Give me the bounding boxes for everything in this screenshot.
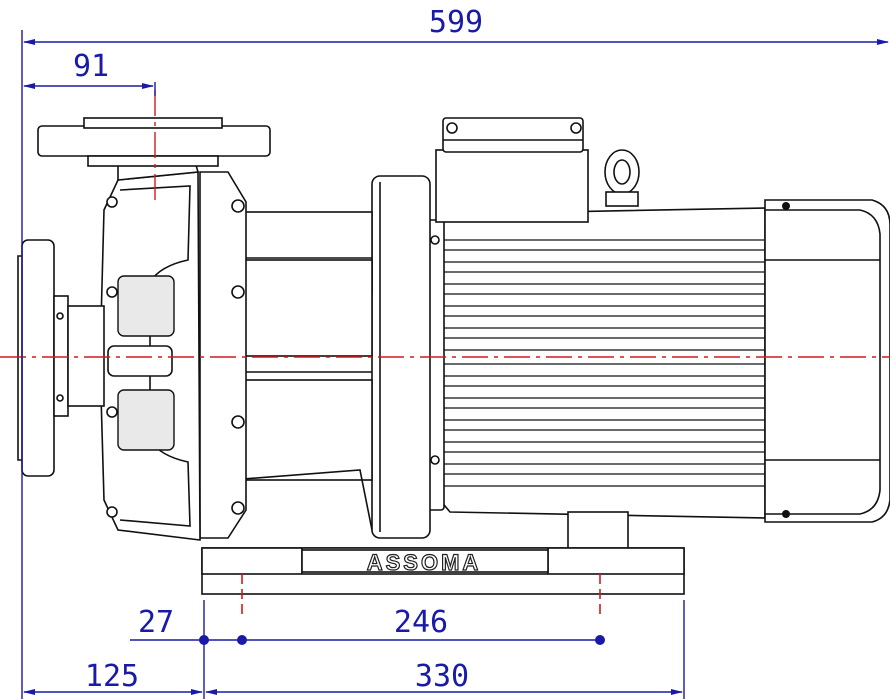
pump-bracket [199,171,247,539]
dim-suction-offset: 91 [73,49,109,84]
dimensions: 599 91 27 246 125 330 [21,5,889,699]
base-plate: ASSOMA [201,547,685,595]
dim-left-offset: 125 [85,659,139,694]
pump-assembly: ASSOMA [0,90,890,614]
motor [427,117,890,553]
suction-flange [17,239,105,477]
motor-fins [440,239,765,487]
discharge-flange [37,117,271,181]
dim-foot-offset: 27 [138,605,174,640]
dim-foot-hole-spacing: 246 [394,605,448,640]
dim-base-length: 330 [415,659,469,694]
dim-overall-length: 599 [429,5,483,40]
brand-label: ASSOMA [367,550,482,575]
pump-casing [99,171,201,541]
